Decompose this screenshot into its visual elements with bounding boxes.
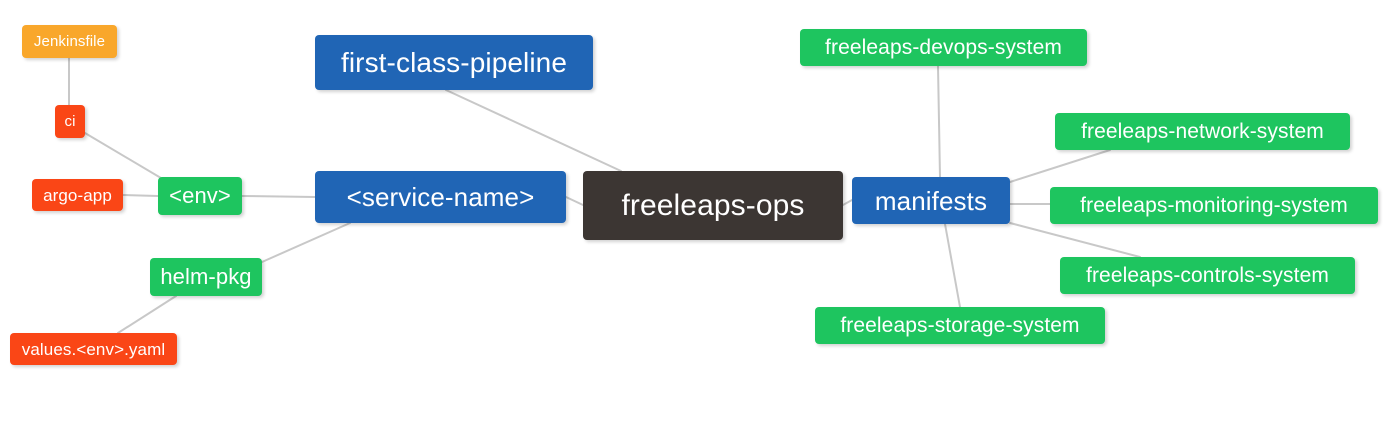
mindmap-edge-manifests-to-controls-system xyxy=(1009,222,1141,258)
mindmap-node-manifests[interactable]: manifests xyxy=(852,177,1010,224)
mindmap-node-label-values-yaml: values.<env>.yaml xyxy=(21,339,166,359)
mindmap-edge-env-to-argo-app xyxy=(122,194,159,197)
mindmap-node-label-root: freeleaps-ops xyxy=(621,188,805,222)
mindmap-node-label-storage-system: freeleaps-storage-system xyxy=(840,314,1080,337)
mindmap-node-label-env: <env> xyxy=(169,183,231,208)
mindmap-node-label-controls-system: freeleaps-controls-system xyxy=(1086,264,1329,287)
mindmap-node-network-system[interactable]: freeleaps-network-system xyxy=(1055,113,1350,150)
mindmap-edge-root-to-service-name xyxy=(565,196,584,206)
mindmap-node-label-jenkinsfile: Jenkinsfile xyxy=(33,33,106,50)
mindmap-edge-root-to-manifests xyxy=(842,199,853,206)
mindmap-node-label-service-name: <service-name> xyxy=(346,182,535,212)
mindmap-edge-root-to-first-class-pipeline xyxy=(445,89,622,172)
mindmap-node-label-devops-system: freeleaps-devops-system xyxy=(825,36,1062,59)
mindmap-node-label-argo-app: argo-app xyxy=(43,185,112,205)
mindmap-node-label-manifests: manifests xyxy=(874,185,988,216)
mindmap-node-label-helm-pkg: helm-pkg xyxy=(160,264,252,289)
mindmap-node-argo-app[interactable]: argo-app xyxy=(32,179,123,211)
mindmap-edge-env-to-ci xyxy=(84,132,167,182)
mindmap-node-jenkinsfile[interactable]: Jenkinsfile xyxy=(22,25,117,58)
mindmap-node-label-monitoring-system: freeleaps-monitoring-system xyxy=(1080,194,1348,217)
mindmap-node-label-ci: ci xyxy=(64,113,76,130)
mindmap-node-service-name[interactable]: <service-name> xyxy=(315,171,566,223)
mindmap-edge-manifests-to-storage-system xyxy=(944,223,961,308)
mindmap-node-controls-system[interactable]: freeleaps-controls-system xyxy=(1060,257,1355,294)
mindmap-node-storage-system[interactable]: freeleaps-storage-system xyxy=(815,307,1105,344)
mindmap-node-env[interactable]: <env> xyxy=(158,177,242,215)
mindmap-edge-manifests-to-devops-system xyxy=(937,65,941,178)
mindmap-node-first-class-pipeline[interactable]: first-class-pipeline xyxy=(315,35,593,90)
mindmap-edge-service-name-to-helm-pkg xyxy=(261,222,351,263)
mindmap-node-values-yaml[interactable]: values.<env>.yaml xyxy=(10,333,177,365)
mindmap-node-root[interactable]: freeleaps-ops xyxy=(583,171,843,240)
mindmap-edge-helm-pkg-to-values-yaml xyxy=(117,295,177,334)
mindmap-node-label-network-system: freeleaps-network-system xyxy=(1081,120,1324,143)
mindmap-node-label-first-class-pipeline: first-class-pipeline xyxy=(340,46,568,78)
mindmap-edge-manifests-to-network-system xyxy=(1009,149,1111,183)
mindmap-edge-service-name-to-env xyxy=(241,195,316,198)
mindmap-node-helm-pkg[interactable]: helm-pkg xyxy=(150,258,262,296)
mindmap-node-devops-system[interactable]: freeleaps-devops-system xyxy=(800,29,1087,66)
mindmap-node-ci[interactable]: ci xyxy=(55,105,85,138)
mindmap-node-monitoring-system[interactable]: freeleaps-monitoring-system xyxy=(1050,187,1378,224)
